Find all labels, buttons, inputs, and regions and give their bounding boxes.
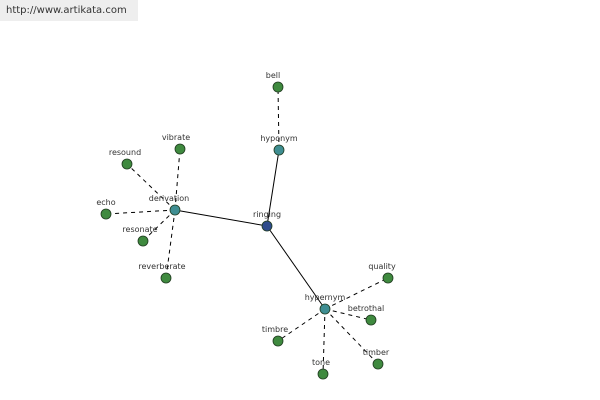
node-bell[interactable]: bell	[266, 71, 284, 93]
leaf-node-circle[interactable]	[372, 358, 384, 370]
leaf-node-label: tone	[312, 358, 330, 367]
node-resound[interactable]: resound	[109, 148, 141, 170]
leaf-node-circle[interactable]	[317, 368, 329, 380]
node-resonate[interactable]: resonate	[122, 225, 158, 247]
relation-node-label: hyponym	[260, 134, 298, 143]
relation-node-circle[interactable]	[169, 204, 181, 216]
edge-hypernym-timbre	[277, 308, 326, 342]
leaf-node-circle[interactable]	[365, 314, 377, 326]
node-timber[interactable]: timber	[363, 348, 390, 370]
center-node-circle[interactable]	[261, 220, 273, 232]
node-echo[interactable]: echo	[96, 198, 116, 220]
edge-ringing-hypernym	[266, 225, 326, 310]
node-hypernym[interactable]: hypernym	[305, 293, 346, 315]
relation-node-circle[interactable]	[319, 303, 331, 315]
leaf-node-circle[interactable]	[272, 335, 284, 347]
leaf-node-circle[interactable]	[100, 208, 112, 220]
site-url: http://www.artikata.com	[6, 5, 127, 16]
node-betrothal[interactable]: betrothal	[348, 304, 384, 326]
leaf-node-circle[interactable]	[121, 158, 133, 170]
leaf-node-label: reverberate	[138, 262, 185, 271]
leaf-node-label: resonate	[122, 225, 157, 234]
leaf-node-label: timbre	[262, 325, 288, 334]
leaf-node-circle[interactable]	[382, 272, 394, 284]
leaf-node-circle[interactable]	[137, 235, 149, 247]
edge-hypernym-tone	[322, 308, 326, 375]
relation-node-circle[interactable]	[273, 144, 285, 156]
leaf-node-label: timber	[363, 348, 390, 357]
url-banner: http://www.artikata.com	[0, 0, 138, 21]
leaf-node-circle[interactable]	[174, 143, 186, 155]
edge-ringing-derivation	[174, 209, 268, 227]
center-node-label: ringing	[253, 210, 281, 219]
node-derivation[interactable]: derivation	[149, 194, 189, 216]
node-quality[interactable]: quality	[368, 262, 396, 284]
leaf-node-label: bell	[266, 71, 280, 80]
leaf-node-label: resound	[109, 148, 141, 157]
leaf-node-label: echo	[96, 198, 115, 207]
leaf-node-label: vibrate	[162, 133, 190, 142]
relation-node-label: hypernym	[305, 293, 346, 302]
node-ringing[interactable]: ringing	[253, 210, 281, 232]
leaf-node-label: betrothal	[348, 304, 384, 313]
node-hyponym[interactable]: hyponym	[260, 134, 298, 156]
edge-derivation-resound	[126, 163, 176, 211]
node-tone[interactable]: tone	[312, 358, 330, 380]
edge-derivation-echo	[105, 209, 176, 215]
leaf-node-label: quality	[368, 262, 396, 271]
edge-derivation-vibrate	[174, 148, 181, 211]
node-vibrate[interactable]: vibrate	[162, 133, 190, 155]
edge-ringing-hyponym	[266, 149, 280, 227]
edge-hypernym-quality	[324, 277, 389, 310]
edge-derivation-reverberate	[165, 209, 176, 279]
leaf-node-circle[interactable]	[272, 81, 284, 93]
relation-node-label: derivation	[149, 194, 189, 203]
leaf-node-circle[interactable]	[160, 272, 172, 284]
node-timbre[interactable]: timbre	[262, 325, 288, 347]
node-reverberate[interactable]: reverberate	[138, 262, 186, 284]
graph-edges	[105, 86, 389, 375]
edge-hyponym-bell	[277, 86, 280, 151]
graph-nodes: bell vibrate resound echo resonate reverberat…	[96, 71, 396, 380]
